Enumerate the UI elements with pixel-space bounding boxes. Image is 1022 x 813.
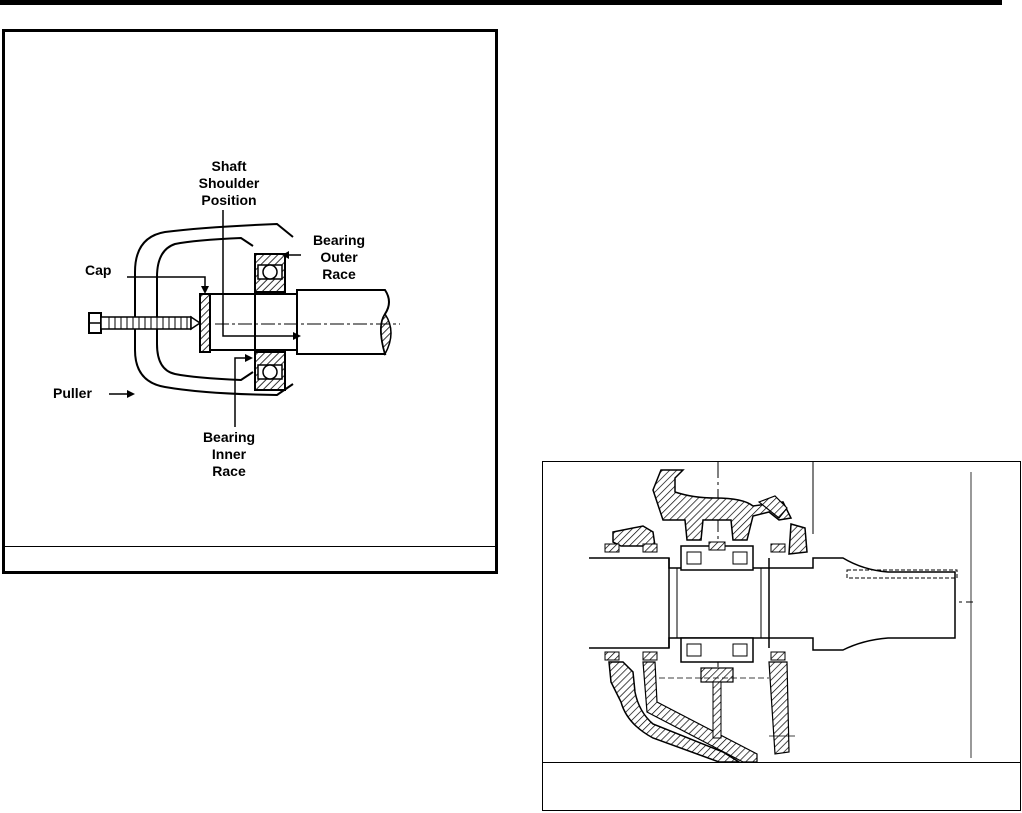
label-shoulder: Shoulder: [199, 175, 260, 191]
inner-race-leader: [234, 357, 245, 427]
bearing-bottom: [680, 637, 754, 663]
cap: [199, 293, 211, 353]
housing-section-drawing: [589, 462, 973, 762]
shaft: [589, 557, 956, 651]
shoulder-leader: [222, 210, 293, 337]
housing-bottom: [608, 661, 741, 762]
label-bearing-outer-1: Bearing: [313, 232, 365, 248]
cap-leader: [127, 276, 206, 288]
top-rule: [0, 0, 1002, 5]
ball-top: [262, 264, 278, 280]
label-puller: Puller: [53, 385, 92, 401]
ball-bottom: [262, 364, 278, 380]
label-bearing-outer-3: Race: [322, 266, 356, 282]
left-caption-rule: [5, 546, 495, 547]
label-bearing-outer-2: Outer: [320, 249, 358, 265]
puller-diagram: Shaft Shoulder Position Bearing Outer Ra…: [53, 158, 400, 479]
housing-figure: [542, 461, 1021, 811]
puller-outer-outline: [134, 222, 294, 397]
shaft: [296, 289, 390, 355]
puller-figure: Shaft Shoulder Position Bearing Outer Ra…: [2, 29, 498, 574]
housing-top: [652, 469, 793, 541]
right-caption-rule: [543, 762, 1020, 763]
puller-inner-outline: [156, 236, 254, 382]
label-cap: Cap: [85, 262, 111, 278]
left-caption: [11, 548, 489, 568]
right-caption: [549, 766, 1014, 806]
label-bearing-inner-1: Bearing: [203, 429, 255, 445]
label-shaft: Shaft: [212, 158, 247, 174]
label-bearing-inner-3: Race: [212, 463, 246, 479]
label-position: Position: [201, 192, 256, 208]
keyway: [846, 569, 958, 579]
label-bearing-inner-2: Inner: [212, 446, 247, 462]
